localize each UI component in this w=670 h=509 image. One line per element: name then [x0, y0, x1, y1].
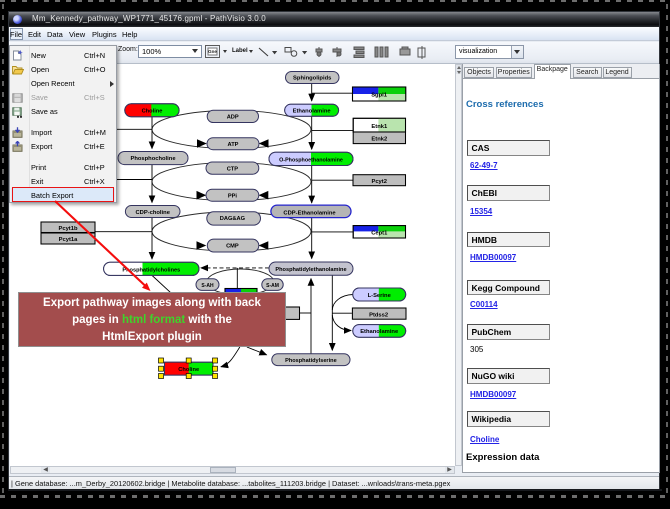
svg-text:Phosphatidylethanolamine: Phosphatidylethanolamine — [275, 267, 346, 273]
svg-text:CDP-Ethanolamine: CDP-Ethanolamine — [283, 210, 336, 216]
svg-text:CMP: CMP — [226, 244, 239, 250]
svg-text:Ethanolamine: Ethanolamine — [360, 329, 399, 335]
svg-text:Phosphatidylcholines: Phosphatidylcholines — [122, 267, 180, 273]
svg-text:Etnk1: Etnk1 — [371, 124, 388, 130]
svg-text:Ethanolamine: Ethanolamine — [293, 109, 332, 115]
svg-text:Phosphocholine: Phosphocholine — [130, 156, 176, 162]
svg-text:Ptdss2: Ptdss2 — [369, 312, 388, 318]
svg-text:CDP-choline: CDP-choline — [135, 210, 170, 216]
svg-text:Phosphatidylserine: Phosphatidylserine — [285, 358, 337, 364]
svg-text:DAG&AG: DAG&AG — [220, 216, 246, 222]
svg-text:ATP: ATP — [228, 142, 239, 148]
svg-text:Sgpl1: Sgpl1 — [371, 92, 388, 98]
svg-text:Pcyt2: Pcyt2 — [371, 179, 386, 185]
svg-text:PPi: PPi — [228, 194, 238, 200]
svg-text:ADP: ADP — [227, 114, 239, 120]
svg-text:CTP: CTP — [227, 166, 239, 172]
svg-text:L-Serine: L-Serine — [368, 293, 392, 299]
svg-text:S-AH: S-AH — [201, 283, 214, 289]
svg-text:Cept1: Cept1 — [371, 231, 388, 237]
svg-text:Sphingolipids: Sphingolipids — [293, 76, 331, 82]
svg-text:Choline: Choline — [178, 367, 199, 373]
svg-text:Etnk2: Etnk2 — [371, 137, 387, 143]
svg-text:Pcyt1b: Pcyt1b — [58, 226, 77, 232]
svg-text:Choline: Choline — [142, 109, 163, 115]
svg-text:O-Phosphoethanolamine: O-Phosphoethanolamine — [279, 157, 343, 163]
svg-text:S-AM: S-AM — [266, 283, 279, 289]
svg-text:Pcyt1a: Pcyt1a — [59, 237, 78, 243]
